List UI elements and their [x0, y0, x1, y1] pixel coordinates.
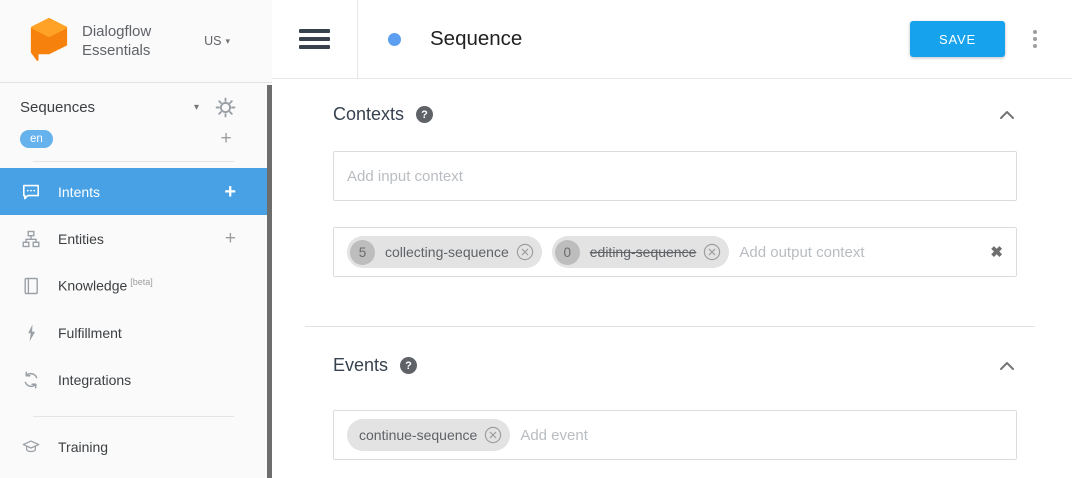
menu-toggle-button[interactable]	[299, 29, 330, 49]
chat-bubble-icon	[21, 182, 41, 202]
region-label: US	[204, 34, 222, 48]
sidebar-item-training[interactable]: Training	[0, 423, 272, 470]
remove-event-icon[interactable]	[484, 426, 502, 444]
sidebar-item-label: Knowledge[beta]	[58, 277, 153, 294]
intent-priority-dot[interactable]	[388, 32, 401, 46]
input-context-box	[333, 151, 1017, 201]
sidebar: Dialogflow Essentials US ▾ Sequences ▾	[0, 0, 272, 478]
lightning-bolt-icon	[21, 323, 41, 343]
collapse-contexts-button[interactable]	[997, 108, 1017, 122]
sidebar-header: Dialogflow Essentials US ▾	[0, 0, 272, 83]
context-lifespan-badge[interactable]: 0	[554, 239, 580, 265]
event-chip[interactable]: continue-sequence	[347, 419, 511, 451]
sidebar-item-knowledge[interactable]: Knowledge[beta]	[0, 262, 272, 309]
sidebar-item-label: Entities	[58, 230, 104, 247]
sidebar-item-label: Integrations	[58, 371, 132, 388]
more-options-button[interactable]	[1029, 26, 1041, 52]
chevron-down-icon: ▾	[193, 101, 199, 113]
brand-line2: Essentials	[82, 42, 151, 59]
collapse-events-button[interactable]	[997, 359, 1017, 373]
beta-badge: [beta]	[130, 277, 153, 288]
book-icon	[21, 276, 41, 296]
brand-name: Dialogflow Essentials	[82, 22, 151, 60]
agent-settings-button[interactable]	[215, 97, 236, 118]
region-selector[interactable]: US ▾	[204, 34, 230, 48]
sidebar-item-label: Intents	[58, 183, 101, 200]
sitemap-icon	[21, 229, 41, 249]
language-row: en +	[0, 118, 272, 148]
clear-contexts-icon[interactable]: ✖	[990, 243, 1003, 261]
add-entity-button[interactable]: +	[224, 228, 236, 249]
context-lifespan-badge[interactable]: 5	[350, 239, 375, 265]
sync-icon	[21, 370, 41, 390]
add-language-button[interactable]: +	[220, 128, 232, 149]
dialogflow-logo-icon	[28, 16, 70, 67]
output-context-chip[interactable]: 5 collecting-sequence	[347, 236, 542, 268]
page-header: Sequence SAVE	[272, 0, 1072, 79]
intent-editor: Contexts ? 5 collecting-sequence	[272, 79, 1072, 478]
output-context-field[interactable]	[739, 243, 981, 261]
chevron-down-icon: ▾	[225, 35, 230, 46]
context-chip-label: editing-sequence	[589, 244, 697, 260]
output-context-box: 5 collecting-sequence 0 editing-sequence	[333, 227, 1017, 277]
sidebar-item-integrations[interactable]: Integrations	[0, 356, 272, 403]
sidebar-item-entities[interactable]: Entities +	[0, 215, 272, 262]
sidebar-divider	[33, 416, 234, 417]
sidebar-divider	[33, 161, 234, 162]
sidebar-scrollbar[interactable]	[267, 85, 272, 478]
sidebar-item-fulfillment[interactable]: Fulfillment	[0, 309, 272, 356]
contexts-section-header: Contexts ?	[333, 104, 1017, 125]
help-icon[interactable]: ?	[400, 357, 418, 374]
header-divider	[357, 0, 358, 78]
event-field[interactable]	[520, 426, 1003, 444]
remove-context-icon[interactable]	[516, 243, 534, 261]
context-chip-label: collecting-sequence	[385, 244, 509, 260]
section-divider	[305, 326, 1035, 327]
remove-context-icon[interactable]	[703, 243, 721, 261]
add-intent-button[interactable]: +	[224, 180, 236, 203]
agent-selector[interactable]: Sequences ▾	[0, 83, 272, 118]
graduation-cap-icon	[21, 437, 41, 457]
sidebar-item-intents[interactable]: Intents +	[0, 168, 272, 215]
contexts-title: Contexts	[333, 104, 405, 124]
event-chip-label: continue-sequence	[359, 427, 478, 443]
output-context-chip[interactable]: 0 editing-sequence	[551, 236, 730, 268]
input-context-field[interactable]	[347, 167, 1003, 185]
brand-line1: Dialogflow	[82, 22, 152, 40]
save-button[interactable]: SAVE	[910, 21, 1005, 57]
language-badge[interactable]: en	[20, 129, 53, 148]
agent-name: Sequences	[20, 99, 96, 116]
sidebar-item-label: Fulfillment	[58, 324, 122, 341]
sidebar-item-label: Training	[58, 438, 109, 455]
page-title: Sequence	[430, 27, 523, 50]
help-icon[interactable]: ?	[416, 106, 434, 123]
events-title: Events	[333, 355, 389, 375]
events-section-header: Events ?	[333, 355, 1017, 376]
events-input-box: continue-sequence	[333, 410, 1017, 460]
